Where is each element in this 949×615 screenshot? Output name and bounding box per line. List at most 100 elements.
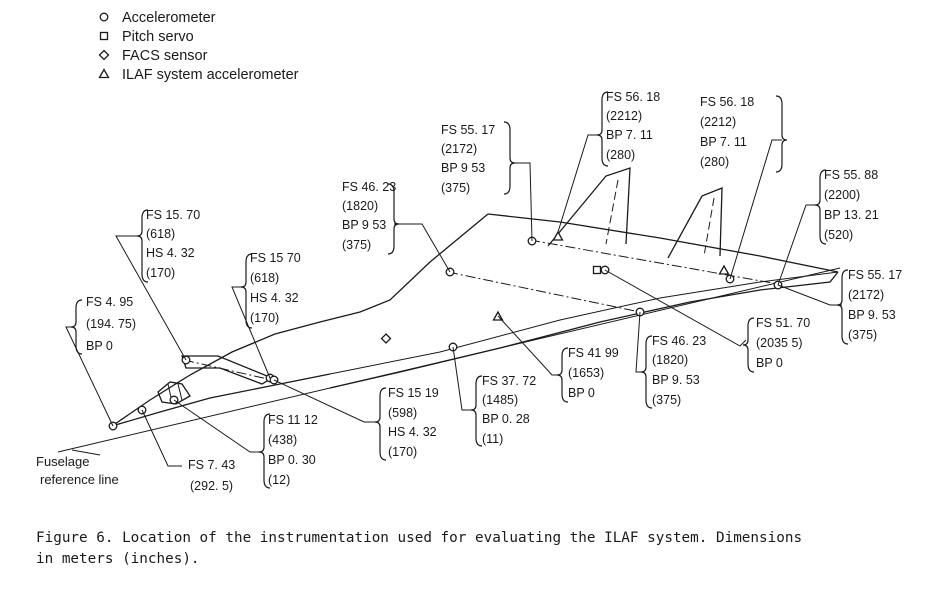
leader-fs1570-left: [115, 235, 187, 361]
caption-line-2: in meters (inches).: [36, 551, 200, 567]
callout-fs1570b-line3: HS 4. 32: [250, 291, 299, 305]
leader-fs1112: [173, 399, 262, 453]
leader-fs3772: [452, 346, 474, 411]
legend-label-ilaf-accelerometer: ILAF system accelerometer: [122, 67, 299, 83]
aircraft-outline: [57, 167, 841, 453]
wing-trailing-edge: [329, 271, 839, 389]
leader-fs5170: [604, 269, 747, 347]
callout-fs5517a-line1: FS 55. 17: [441, 123, 495, 137]
callout-fs1570a-line3: HS 4. 32: [146, 246, 195, 260]
callout-fs743-line2: (292. 5): [190, 479, 233, 493]
callout-fs1112-line4: (12): [268, 473, 290, 487]
callout-fs4623a-line1: FS 46. 23: [342, 180, 396, 194]
legend-label-accelerometer: Accelerometer: [122, 10, 216, 26]
callout-fs4623-upper: FS 46. 23 (1820) BP 9 53 (375): [342, 180, 400, 255]
callout-fs5618a-line4: (280): [606, 148, 635, 162]
callout-fs5588-line4: (520): [824, 228, 853, 242]
legend-triangle-icon: [98, 68, 110, 79]
legend-diamond-icon: [98, 49, 110, 61]
leader-fs5517-right: [777, 284, 842, 306]
callout-fs5618-right: FS 56. 18 (2212) BP 7. 11 (280): [700, 95, 788, 173]
callout-fs1519-line3: HS 4. 32: [388, 425, 437, 439]
callout-fs5517b-line3: BP 9. 53: [848, 308, 896, 322]
legend-label-pitch-servo: Pitch servo: [122, 29, 194, 45]
callout-fs4199-line3: BP 0: [568, 386, 595, 400]
callout-fs3772-line4: (11): [482, 432, 503, 446]
leader-fs4623-upper: [394, 223, 451, 273]
callout-fs4623b-line3: BP 9. 53: [652, 373, 700, 387]
callout-fs3772-line3: BP 0. 28: [482, 412, 530, 426]
callout-fs5618b-line1: FS 56. 18: [700, 95, 754, 109]
callout-fs495-line2: (194. 75): [86, 317, 136, 331]
leader-fs5618-left: [557, 134, 600, 233]
canopy-frame-2: [177, 383, 183, 401]
callout-fs5588-line2: (2200): [824, 188, 860, 202]
fuselage-reference-leader: [71, 449, 101, 456]
wing-ref-line-2: [529, 239, 779, 285]
callout-fs1570a-line1: FS 15. 70: [146, 208, 200, 222]
leader-fs743: [141, 409, 182, 467]
facs-sensor-icon: [380, 333, 392, 344]
callout-fs1519-line2: (598): [388, 406, 417, 420]
callout-fs5588: FS 55. 88 (2200) BP 13. 21 (520): [814, 168, 879, 245]
legend-square-icon: [99, 31, 109, 41]
callout-fs5170-line2: (2035 5): [756, 336, 803, 350]
fuselage-upper: [111, 213, 489, 427]
wing-ref-line-1: [447, 271, 641, 313]
callout-fs495-line3: BP 0: [86, 339, 113, 353]
canopy: [157, 381, 191, 405]
callout-fs4199: FS 41 99 (1653) BP 0: [556, 346, 619, 403]
callout-fs5517b-line1: FS 55. 17: [848, 268, 902, 282]
instrument-markers: [108, 230, 783, 431]
callout-fs5517b-line2: (2172): [848, 288, 884, 302]
callout-fs5170: FS 51. 70 (2035 5) BP 0: [742, 316, 810, 373]
leader-fs5618-right: [729, 139, 782, 280]
callout-fs4623a-line4: (375): [342, 238, 371, 252]
callout-fs495: FS 4. 95 (194. 75) BP 0: [70, 295, 136, 355]
callout-fs3772-line2: (1485): [482, 393, 518, 407]
callout-fs1570-mid: FS 15 70 (618) HS 4. 32 (170): [240, 251, 301, 329]
callout-fs5618b-line2: (2212): [700, 115, 736, 129]
callout-fs1519: FS 15 19 (598) HS 4. 32 (170): [374, 386, 439, 461]
callout-fs1570b-line4: (170): [250, 311, 279, 325]
fuselage-lower: [111, 373, 331, 427]
callout-fs5517-upper: FS 55. 17 (2172) BP 9 53 (375): [441, 121, 516, 195]
fuselage-reference-line1: Fuselage: [36, 454, 89, 469]
callout-fs5517a-line3: BP 9 53: [441, 161, 485, 175]
legend-circle-icon: [99, 12, 109, 22]
leader-fs4623-lower: [635, 311, 644, 373]
fuselage-reference-line2: reference line: [40, 472, 119, 487]
callout-fs3772-line1: FS 37. 72: [482, 374, 536, 388]
left-vertical-fin: [547, 167, 631, 247]
leader-fs1519: [273, 379, 378, 423]
callout-fs1570a-line4: (170): [146, 266, 175, 280]
wing-ref-line-3: [183, 359, 273, 381]
callout-fs5170-line3: BP 0: [756, 356, 783, 370]
figure-caption: Figure 6. Location of the instrumentatio…: [36, 528, 926, 570]
pitch-servo-icon: [592, 265, 602, 275]
legend-label-facs-sensor: FACS sensor: [122, 48, 208, 64]
ilaf-accel-fin-right-icon: [718, 264, 730, 275]
canard: [181, 355, 274, 385]
callout-fs1112-line3: BP 0. 30: [268, 453, 316, 467]
leader-fs5517-upper: [512, 162, 533, 242]
callout-fs743-line1: FS 7. 43: [188, 458, 235, 472]
callout-fs5618b-line4: (280): [700, 155, 729, 169]
callout-fs4623b-line1: FS 46. 23: [652, 334, 706, 348]
callout-fs1519-line4: (170): [388, 445, 417, 459]
callout-fs495-line1: FS 4. 95: [86, 295, 133, 309]
callout-fs5618b-line3: BP 7. 11: [700, 135, 747, 149]
callout-fs5618a-line1: FS 56. 18: [606, 90, 660, 104]
left-fin-hinge: [605, 179, 619, 245]
callout-fs4623b-line2: (1820): [652, 353, 688, 367]
callout-fs1570b-line2: (618): [250, 271, 279, 285]
callout-fs1112: FS 11 12 (438) BP 0. 30 (12): [258, 413, 318, 489]
callout-fs4623a-line2: (1820): [342, 199, 378, 213]
callout-fs743: FS 7. 43 (292. 5): [188, 458, 235, 493]
wing-underside: [329, 271, 839, 375]
callout-fs4199-line2: (1653): [568, 366, 604, 380]
callout-fs4199-line1: FS 41 99: [568, 346, 619, 360]
callout-fs4623b-line4: (375): [652, 393, 681, 407]
right-fin-hinge: [703, 197, 715, 257]
